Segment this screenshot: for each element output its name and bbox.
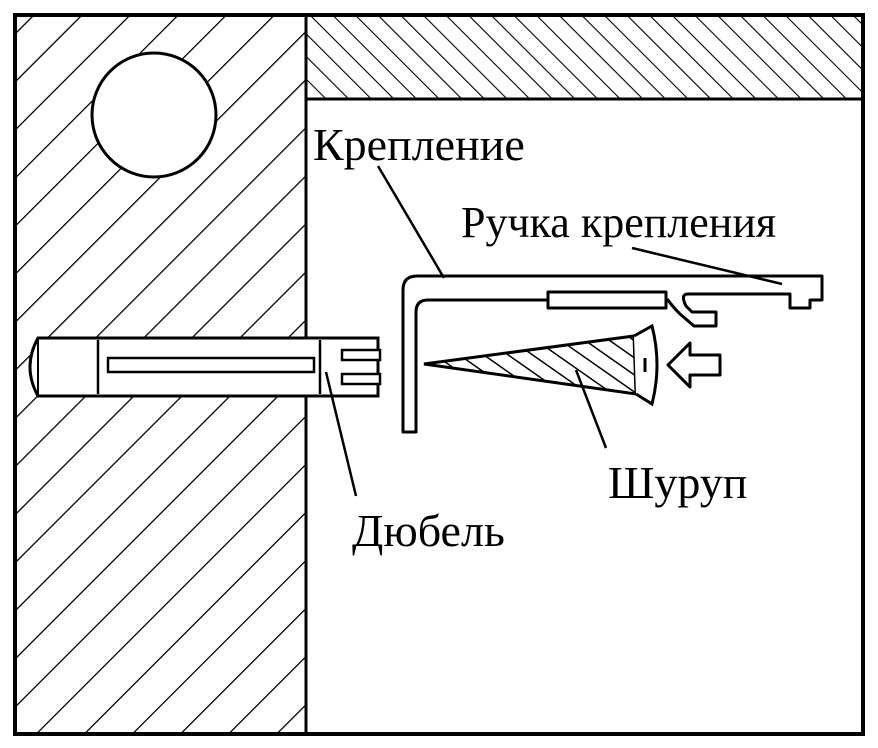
ceiling-hatched	[306, 17, 861, 99]
mount-bracket	[401, 274, 824, 434]
insertion-arrow-icon	[666, 341, 722, 389]
label-screw: Шуруп	[608, 457, 748, 508]
wall-hole-circle	[90, 51, 218, 179]
leader-line-mount-handle	[631, 246, 783, 286]
label-dowel: Дюбель	[352, 505, 505, 556]
leader-line-mount	[376, 165, 446, 279]
leader-line-dowel	[324, 371, 358, 497]
label-mount-handle: Ручка крепления	[461, 198, 777, 247]
dowel	[28, 336, 382, 398]
leader-line-screw	[574, 369, 608, 449]
label-mount: Крепление	[313, 119, 525, 170]
